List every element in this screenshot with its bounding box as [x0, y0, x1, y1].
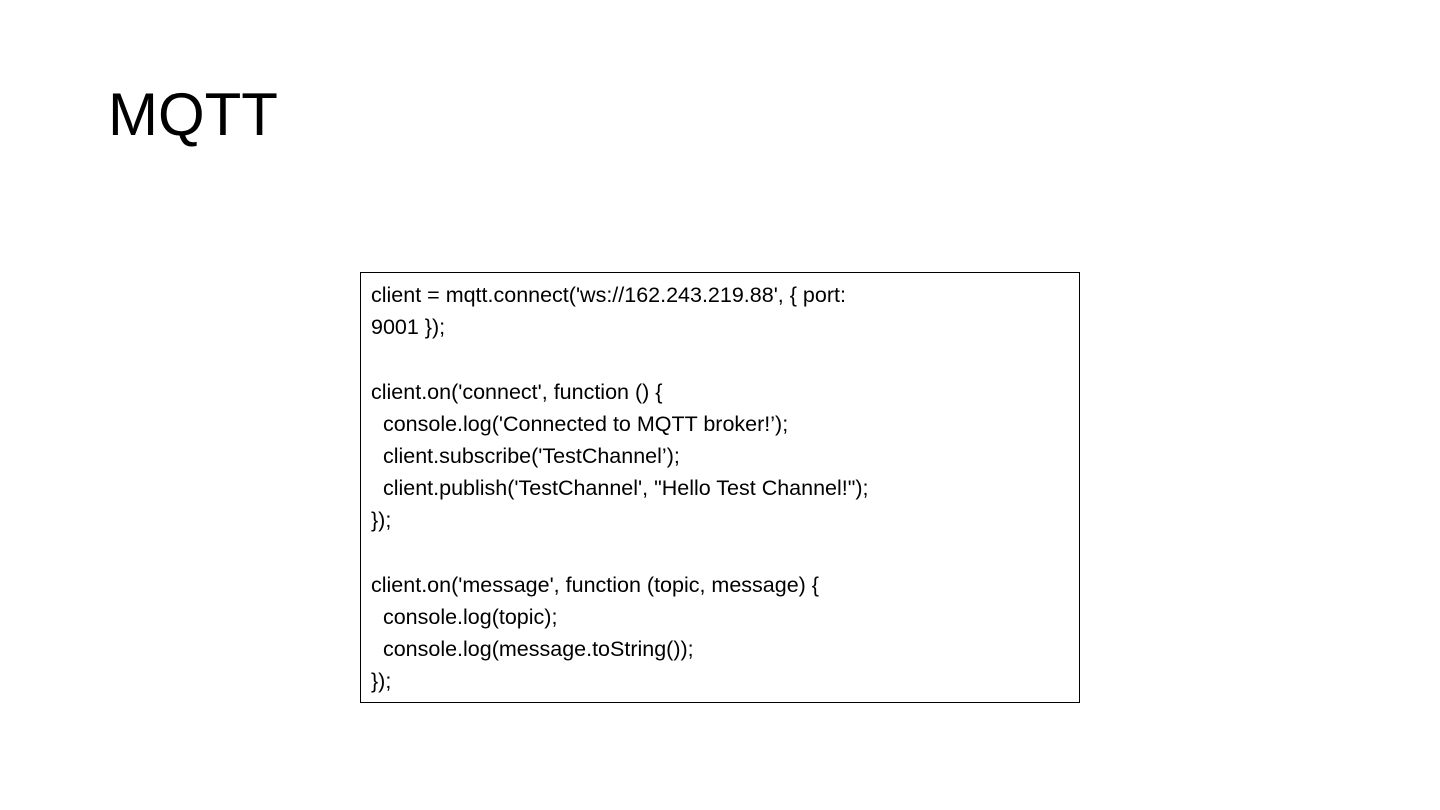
code-line: client.subscribe('TestChannel’);: [371, 444, 680, 469]
code-line: });: [371, 508, 392, 533]
code-line: client = mqtt.connect('ws://162.243.219.…: [371, 283, 846, 307]
code-line: 9001 });: [371, 315, 446, 340]
code-line: console.log(message.toString());: [371, 637, 694, 662]
code-line: client.on('connect', function () {: [371, 379, 663, 404]
code-line: client.publish('TestChannel', "Hello Tes…: [371, 476, 869, 501]
code-line: });: [371, 669, 392, 694]
code-block: client = mqtt.connect('ws://162.243.219.…: [360, 272, 1080, 703]
code-line: [371, 537, 1069, 569]
slide-title: MQTT: [108, 81, 278, 148]
code-line: console.log(topic);: [371, 605, 558, 630]
code-line: [371, 343, 1069, 375]
code-line: client.on('message', function (topic, me…: [371, 572, 819, 597]
code-line: console.log('Connected to MQTT broker!’)…: [371, 411, 789, 436]
